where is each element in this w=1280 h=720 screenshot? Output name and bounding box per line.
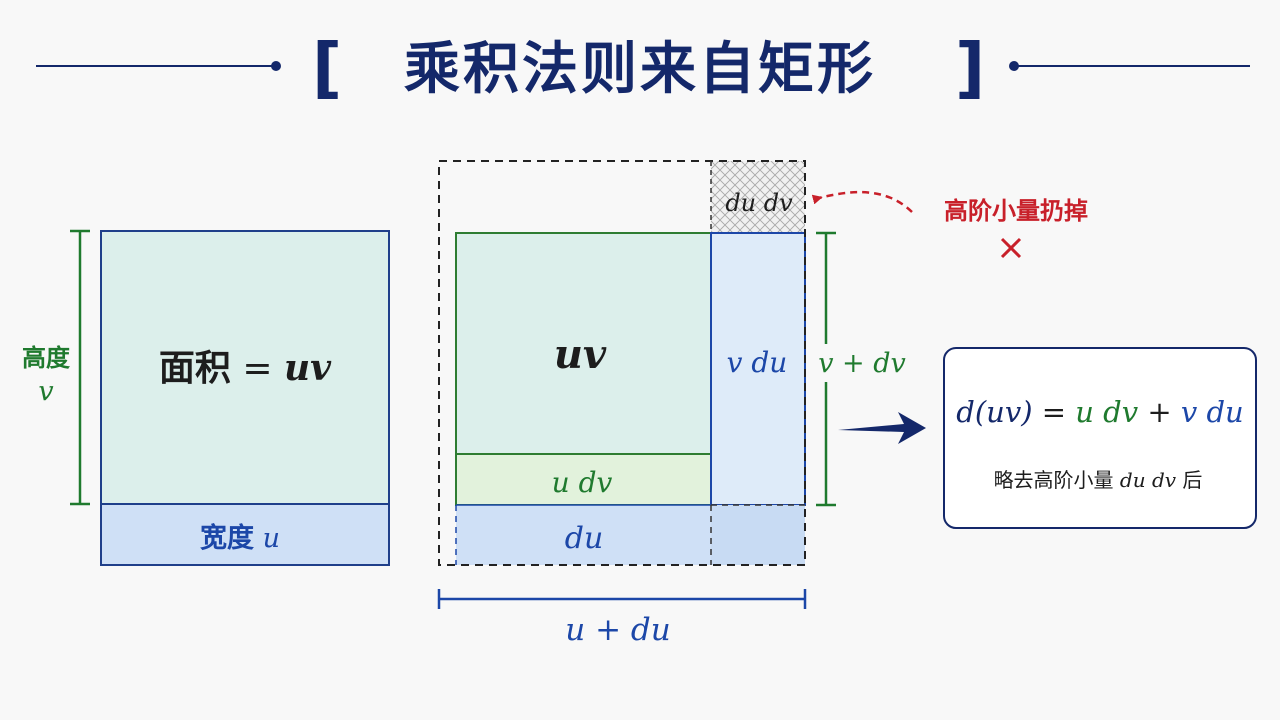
width-label: 宽度 u: [200, 522, 280, 554]
formula-term-v-du: v du: [1181, 395, 1244, 429]
title-bracket-left: [: [312, 29, 342, 106]
left-rectangle-group: 面积 = uv 宽度 u 高度 v: [22, 229, 390, 566]
width-variable: u: [263, 523, 280, 554]
area-label: 面积 = uv: [159, 347, 332, 389]
title-bracket-right: ]: [955, 29, 985, 106]
title-dot-right: [1009, 61, 1019, 71]
du-label: du: [565, 521, 604, 556]
result-box-group: d(uv) = u dv + v du 略去高阶小量 du dv 后: [943, 347, 1257, 529]
v-dv-label-bg: [814, 344, 910, 382]
height-label: 高度: [22, 344, 71, 372]
height-variable: v: [38, 376, 53, 407]
outer-dashed-frame: [438, 160, 806, 566]
product-rule-formula: d(uv) = u dv + v du: [956, 395, 1243, 429]
formula-term-u-dv: u dv: [1075, 395, 1138, 429]
area-equals: =: [231, 348, 284, 389]
result-note-prefix: 略去高阶小量: [994, 468, 1120, 492]
v-plus-dv-label: v + dv: [818, 348, 906, 379]
formula-equals: =: [1033, 395, 1076, 429]
du-corner-fill: [711, 505, 805, 565]
title-group: [ 乘积法则来自矩形 ]: [36, 29, 1250, 106]
drop-annotation-group: 高阶小量扔掉: [811, 190, 1088, 259]
u-plus-du-label: u + du: [565, 612, 670, 648]
page-title: 乘积法则来自矩形: [404, 37, 876, 102]
area-uv-rect: [100, 230, 390, 505]
width-strip-rect: [100, 503, 390, 566]
formula-lhs: d(uv): [956, 395, 1032, 429]
right-arrow-icon: [838, 412, 926, 444]
result-box: [943, 347, 1257, 529]
result-note-math: du dv: [1120, 468, 1177, 492]
cross-icon: [1000, 237, 1022, 259]
uv-rect: [455, 232, 712, 455]
uv-label: uv: [554, 331, 607, 378]
result-note-suffix: 后: [1176, 468, 1202, 492]
area-label-text: 面积: [159, 348, 231, 389]
width-label-text: 宽度: [200, 522, 254, 554]
right-rectangle-group: uv u dv v du du du dv v + dv u + du: [437, 160, 910, 648]
du-dv-corner-rect: [711, 161, 805, 233]
formula-plus: +: [1138, 395, 1181, 429]
v-du-label: v du: [727, 346, 788, 379]
title-dot-left: [271, 61, 281, 71]
area-expression: uv: [284, 347, 332, 389]
du-dv-label: du dv: [725, 189, 793, 217]
drop-higher-order-label: 高阶小量扔掉: [944, 197, 1088, 225]
result-note: 略去高阶小量 du dv 后: [994, 468, 1203, 492]
u-dv-label: u dv: [552, 466, 613, 499]
red-dashed-arrow-icon: [811, 190, 913, 213]
